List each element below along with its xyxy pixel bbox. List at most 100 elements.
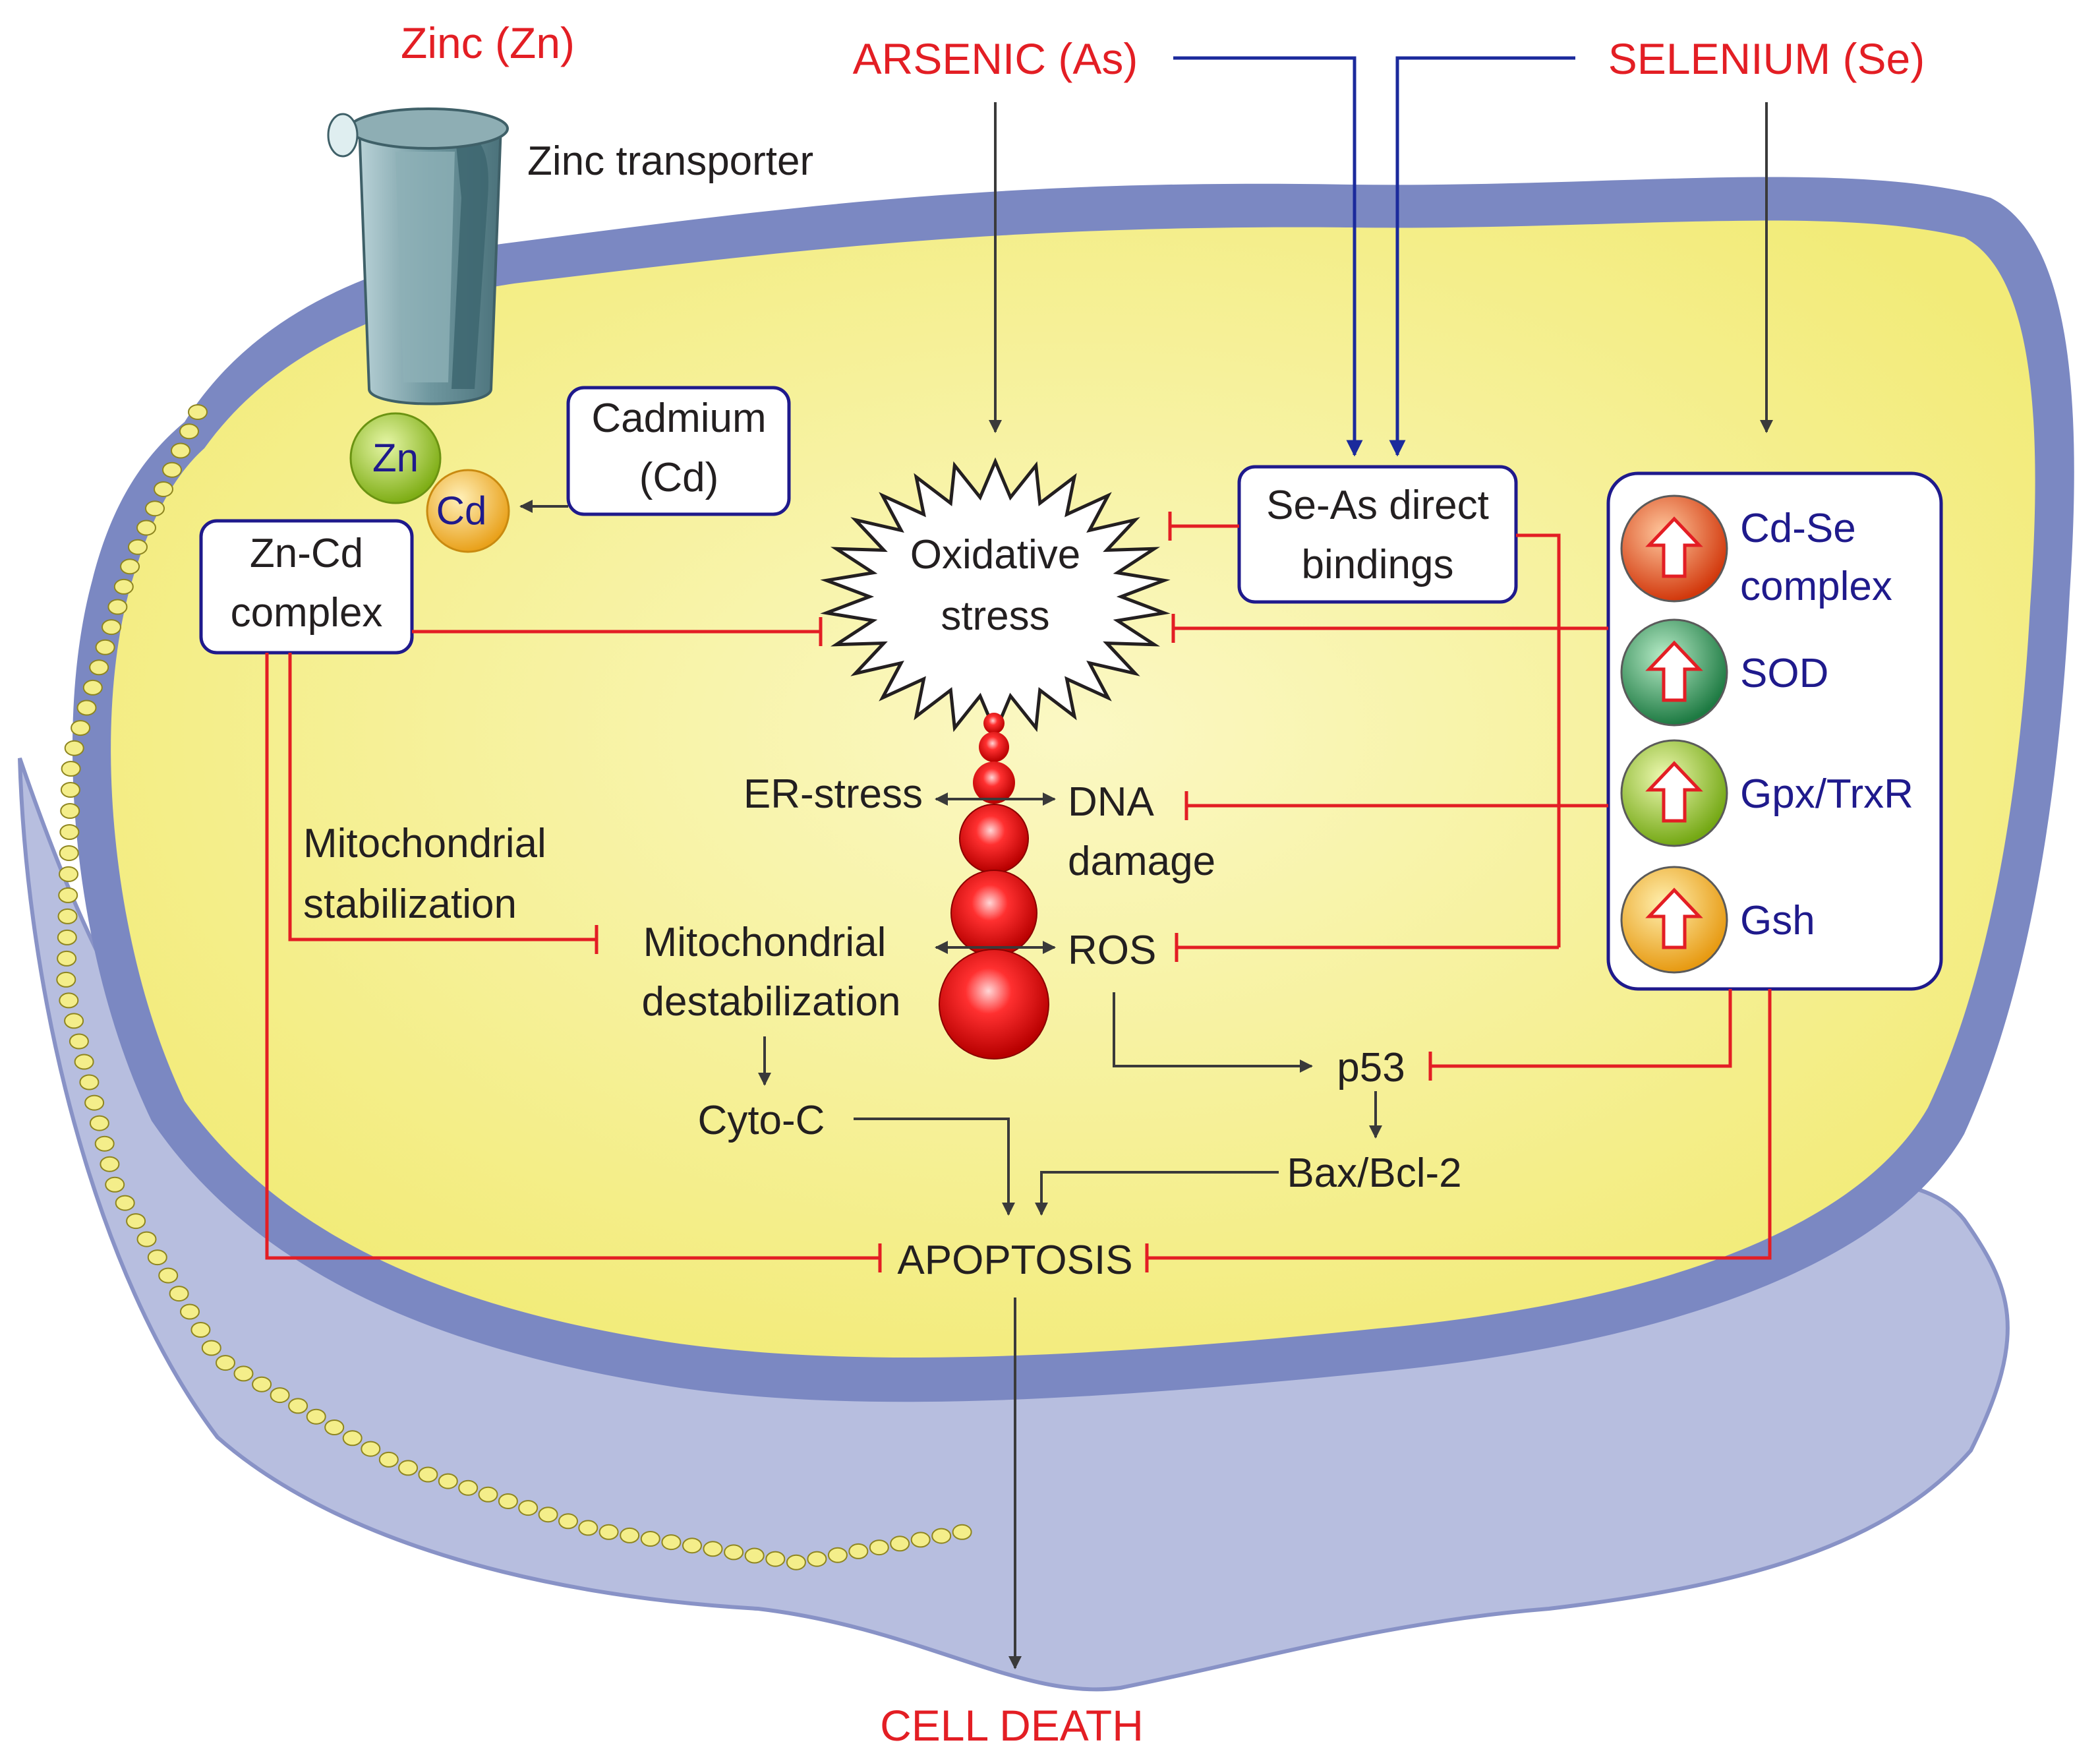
membrane-dot	[105, 1176, 125, 1193]
membrane-dot	[136, 1231, 157, 1247]
zn-ball-label: Zn	[372, 436, 419, 480]
membrane-dot	[82, 679, 103, 696]
membrane-dot	[94, 1135, 115, 1152]
up-arrow-icon	[1645, 887, 1703, 949]
membrane-dot	[59, 845, 79, 861]
zinc-transporter-icon	[327, 107, 509, 405]
ros-bead-chain	[939, 713, 1049, 1060]
effect-label: SOD	[1740, 651, 1828, 696]
membrane-dot	[60, 782, 80, 798]
membrane-dot	[578, 1520, 598, 1536]
membrane-dot	[71, 720, 91, 736]
effect-label: Gpx/TrxR	[1740, 771, 1913, 817]
membrane-dot	[498, 1493, 518, 1509]
membrane-dot	[270, 1387, 290, 1404]
ros-bead	[973, 761, 1015, 804]
membrane-dot	[931, 1528, 952, 1544]
zn-cd-complex-line1: Zn-Cd	[250, 531, 363, 576]
membrane-dot	[703, 1541, 723, 1557]
membrane-dot	[79, 1074, 100, 1090]
membrane-dot	[765, 1551, 786, 1567]
membrane-dot	[120, 558, 140, 575]
membrane-dot	[69, 1033, 89, 1050]
membrane-dot	[64, 740, 84, 756]
ros-bead	[959, 804, 1029, 874]
er-stress-label: ER-stress	[744, 771, 923, 817]
membrane-dot	[59, 824, 80, 840]
membrane-dot	[233, 1365, 254, 1382]
membrane-dot	[115, 1195, 135, 1211]
zn-ball	[349, 412, 442, 504]
membrane-dot	[107, 599, 128, 615]
membrane-dots	[56, 404, 972, 1570]
selenium-label: SELENIUM (Se)	[1608, 34, 1925, 83]
membrane-dot	[95, 639, 115, 655]
effect-label: complex	[1740, 564, 1892, 609]
membrane-dot	[558, 1513, 578, 1530]
membrane-dot	[807, 1551, 827, 1567]
p53-label: p53	[1337, 1045, 1405, 1090]
membrane-dot	[361, 1441, 381, 1457]
membrane-dot	[128, 539, 148, 555]
membrane-dot	[58, 887, 78, 903]
membrane-dot	[518, 1500, 539, 1516]
membrane-dot	[306, 1408, 326, 1425]
zinc-label: Zinc (Zn)	[401, 18, 575, 67]
membrane-dot	[288, 1398, 308, 1414]
ros-bead	[950, 870, 1037, 957]
membrane-dot	[57, 929, 77, 945]
se-as-bindings-line1: Se-As direct	[1266, 483, 1489, 528]
bax-bcl2-label: Bax/Bcl-2	[1287, 1150, 1461, 1196]
apoptosis-label: APOPTOSIS	[897, 1238, 1132, 1283]
membrane-dot	[620, 1527, 640, 1543]
mito-destabilization-line2: destabilization	[642, 979, 901, 1025]
cadmium-box: Cadmium (Cd)	[566, 386, 791, 516]
membrane-dot	[74, 1054, 94, 1070]
cd-ball	[426, 469, 510, 553]
zn-cd-complex-box: Zn-Cd complex	[199, 519, 414, 655]
membrane-dot	[56, 971, 76, 988]
se-as-bindings-line2: bindings	[1302, 542, 1454, 587]
membrane-dot	[952, 1524, 972, 1540]
mito-stabilization-line1: Mitochondrial	[303, 821, 546, 866]
oxidative-stress-line1: Oxidative	[910, 532, 1080, 578]
cadmium-box-line2: (Cd)	[639, 455, 719, 500]
membrane-dot	[342, 1430, 363, 1447]
up-arrow-icon	[1645, 516, 1703, 578]
membrane-dot	[438, 1473, 458, 1489]
membrane-dot	[59, 866, 78, 882]
effect-label: Gsh	[1740, 898, 1815, 943]
dna-damage-line2: damage	[1068, 839, 1215, 884]
membrane-dot	[910, 1532, 931, 1548]
membrane-dot	[76, 700, 97, 716]
membrane-dot	[890, 1536, 910, 1552]
ros-bead	[983, 713, 1005, 734]
membrane-dot	[378, 1451, 399, 1468]
oxidative-stress-line2: stress	[941, 593, 1049, 639]
arsenic-label: ARSENIC (As)	[853, 34, 1138, 83]
membrane-dot	[147, 1249, 167, 1266]
membrane-dot	[786, 1554, 806, 1570]
membrane-dot	[169, 1286, 189, 1302]
membrane-dot	[418, 1466, 438, 1483]
zinc-transporter-label: Zinc transporter	[527, 138, 813, 184]
membrane-dot	[458, 1479, 479, 1496]
membrane-dot	[61, 761, 81, 777]
membrane-dot	[827, 1547, 848, 1563]
membrane-dot	[57, 908, 78, 924]
membrane-dot	[145, 500, 165, 517]
cadmium-box-line1: Cadmium	[591, 396, 766, 441]
membrane-dot	[126, 1213, 146, 1230]
membrane-dot	[744, 1547, 765, 1564]
membrane-dot	[398, 1460, 419, 1476]
membrane-dot	[190, 1322, 211, 1338]
membrane-dot	[180, 1303, 200, 1320]
membrane-dot	[324, 1419, 345, 1435]
se-as-bindings-box: Se-As direct bindings	[1237, 465, 1518, 604]
membrane-dot	[89, 1115, 109, 1131]
membrane-dot	[179, 423, 199, 440]
membrane-dot	[60, 803, 80, 819]
membrane-dot	[171, 442, 190, 459]
membrane-dot	[848, 1543, 869, 1559]
